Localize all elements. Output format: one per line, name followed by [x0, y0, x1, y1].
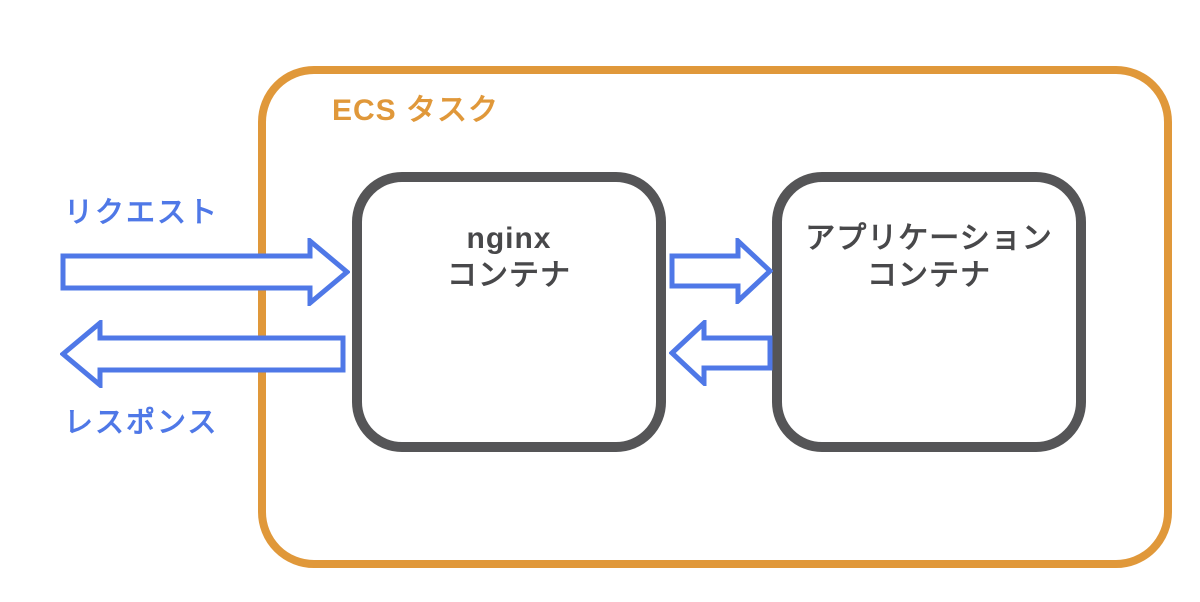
request-arrow-icon — [60, 238, 350, 306]
application-container-box: アプリケーション コンテナ — [772, 172, 1086, 452]
app-to-nginx-arrow-icon — [669, 320, 773, 386]
nginx-container-box: nginx コンテナ — [352, 172, 666, 452]
nginx-container-label-line1: nginx — [466, 222, 552, 255]
nginx-container-label-line2: コンテナ — [447, 259, 571, 292]
ecs-task-box — [258, 66, 1172, 568]
application-container-label-line1: アプリケーション — [805, 222, 1053, 255]
application-container-label-line2: コンテナ — [867, 259, 991, 292]
nginx-to-app-arrow-icon — [669, 238, 773, 304]
request-label: リクエスト — [64, 197, 220, 229]
response-arrow-icon — [60, 320, 346, 388]
response-label: レスポンス — [64, 407, 219, 439]
ecs-task-label: ECS タスク — [332, 94, 500, 127]
